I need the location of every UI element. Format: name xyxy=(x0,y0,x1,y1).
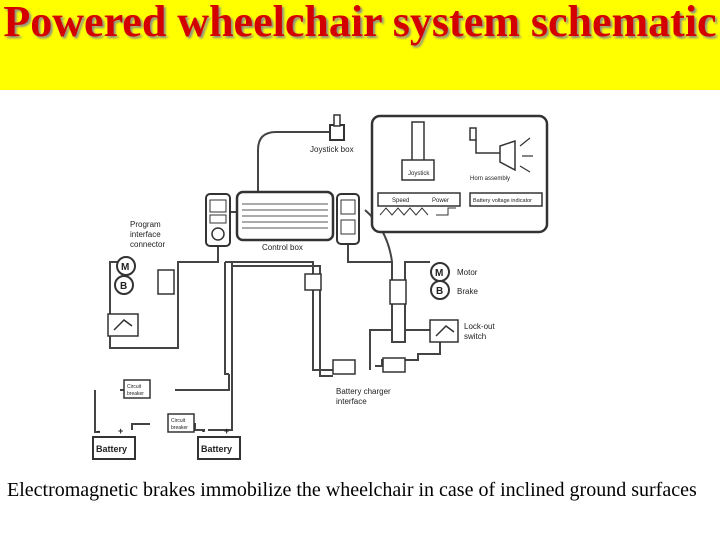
wire-battery-left-top xyxy=(175,374,230,391)
wire-motor-bus xyxy=(391,261,430,343)
wire-charger-to-lockout xyxy=(369,329,393,370)
left-motor-symbol: M xyxy=(121,262,129,273)
svg-text:breaker: breaker xyxy=(127,391,144,397)
right-lockout-switch: Lock-out switch xyxy=(429,319,495,343)
connector-label: connector xyxy=(130,240,165,249)
battery-voltage-indicator-label: Battery voltage indicator xyxy=(473,198,532,204)
joystick-panel: Joystick Horn assembly Speed Power Batte… xyxy=(370,114,549,234)
joystick-box-connector: Joystick box xyxy=(310,114,354,154)
svg-text:+: + xyxy=(118,426,123,436)
brake-label: Brake xyxy=(457,287,478,296)
wire-right-connector-down xyxy=(347,242,393,290)
right-brake-symbol: B xyxy=(436,286,443,297)
joystick-cable xyxy=(257,131,333,192)
wire-bottom-breaker xyxy=(131,423,150,430)
left-brake-symbol: B xyxy=(120,281,127,292)
slide-caption: Electromagnetic brakes immobilize the wh… xyxy=(7,479,697,501)
slide-title: Powered wheelchair system schematic xyxy=(3,0,717,46)
switch-label: switch xyxy=(464,332,486,341)
wire-left-bus xyxy=(109,245,219,349)
program-label: Program xyxy=(130,220,161,229)
horn-icon xyxy=(469,127,533,173)
right-motor-brake: M B Motor Brake xyxy=(389,262,478,305)
right-connector xyxy=(336,193,360,245)
wheelchair-schematic-diagram: Joystick box Joystick Horn assembly Spee… xyxy=(92,114,549,460)
right-motor-symbol: M xyxy=(435,268,443,279)
battery-charger-label: Battery charger xyxy=(336,387,391,396)
svg-text:-: - xyxy=(202,426,205,436)
motor-label: Motor xyxy=(457,268,478,277)
svg-text:Battery: Battery xyxy=(96,444,127,454)
center-connector xyxy=(304,273,322,291)
joystick-label: Joystick xyxy=(408,171,430,177)
title-banner: Powered wheelchair system schematic xyxy=(0,0,720,90)
svg-text:Battery: Battery xyxy=(201,444,232,454)
lockout-label: Lock-out xyxy=(464,322,495,331)
charger-interface-label: interface xyxy=(336,397,367,406)
program-interface-connector: Program interface connector xyxy=(130,193,231,249)
svg-text:+: + xyxy=(224,426,229,436)
joystick-box-label: Joystick box xyxy=(310,145,354,154)
circuit-breaker-bottom: Circuit breaker xyxy=(167,413,195,433)
svg-text:-: - xyxy=(97,426,100,436)
circuit-breaker-top: Circuit breaker xyxy=(123,379,151,399)
battery-right: Battery - + xyxy=(197,426,241,460)
control-box: Control box xyxy=(235,190,335,252)
wire-battery-loop xyxy=(94,390,100,433)
horn-assembly-label: Horn assembly xyxy=(470,176,510,182)
speed-label: Speed xyxy=(392,198,409,204)
battery-left: Battery - + xyxy=(92,426,136,460)
svg-text:Circuit: Circuit xyxy=(171,418,186,424)
power-label: Power xyxy=(432,198,449,204)
interface-label: interface xyxy=(130,230,161,239)
wire-to-charger-center xyxy=(225,261,333,371)
wire-harness-vertical-left xyxy=(224,262,229,375)
svg-text:breaker: breaker xyxy=(171,425,188,431)
left-lockout-switch xyxy=(107,313,139,337)
wire-to-charger-right xyxy=(232,265,333,377)
left-motor-brake: M B xyxy=(114,256,175,295)
svg-text:Circuit: Circuit xyxy=(127,384,142,390)
wire-charger-right xyxy=(375,342,441,367)
control-box-label: Control box xyxy=(262,243,303,252)
wire-breaker-right xyxy=(208,374,233,431)
battery-charger-interface: Battery charger interface xyxy=(332,357,406,406)
